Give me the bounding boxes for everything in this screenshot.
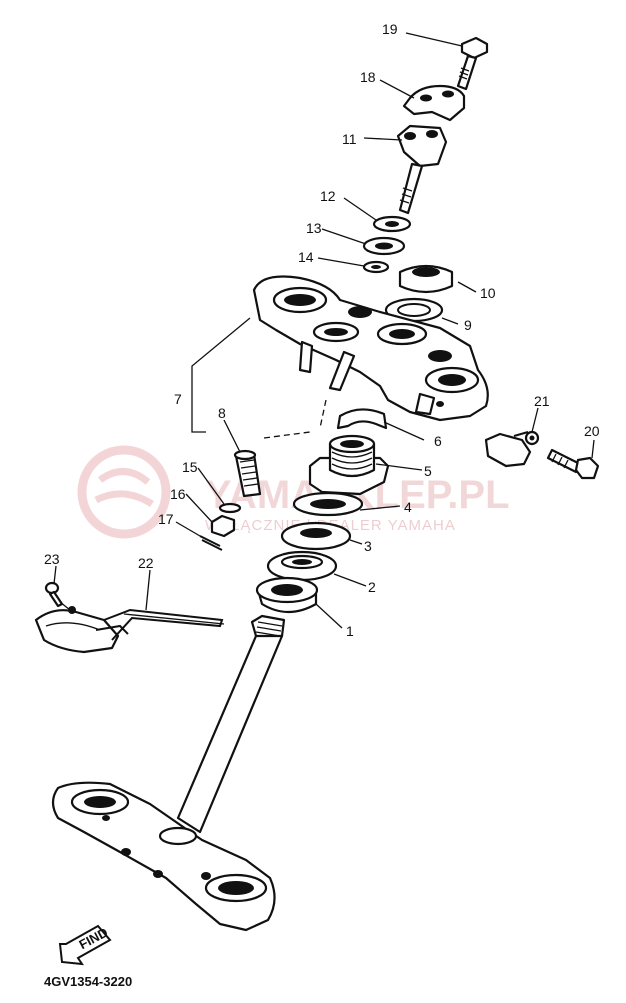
callout-12: 12 <box>320 188 336 204</box>
part-ring-nut-5 <box>308 434 390 496</box>
callout-9: 9 <box>464 317 472 333</box>
callout-18: 18 <box>360 69 376 85</box>
part-bearing-2 <box>266 550 338 582</box>
callout-10: 10 <box>480 285 496 301</box>
callout-19: 19 <box>382 21 398 37</box>
part-cable-guide-21 <box>484 430 540 468</box>
callout-14: 14 <box>298 249 314 265</box>
leader-7 <box>191 317 251 433</box>
callout-8: 8 <box>218 405 226 421</box>
dashed-axis <box>263 399 327 439</box>
part-bolt-19 <box>456 36 489 91</box>
callout-3: 3 <box>364 538 372 554</box>
callout-20: 20 <box>584 423 600 439</box>
watermark-logo: YAMASKLEP.PL WYŁĄCZNIE | DEALER YAMAHA <box>77 445 510 539</box>
callout-2: 2 <box>368 579 376 595</box>
callout-21: 21 <box>534 393 550 409</box>
callout-labels: 1 2 3 4 5 6 7 8 9 10 11 12 13 14 15 16 1… <box>44 21 600 639</box>
part-cotter-pin-17 <box>199 535 223 551</box>
part-handlebar-holder-11 <box>396 124 448 215</box>
part-code: 4GV1354-3220 <box>44 974 132 989</box>
part-washer-15 <box>218 502 242 514</box>
part-bolt-20 <box>546 448 600 480</box>
callout-16: 16 <box>170 486 186 502</box>
part-ring-6 <box>336 408 388 430</box>
part-lock-washer-4 <box>292 491 364 517</box>
callout-6: 6 <box>434 433 442 449</box>
part-under-bracket <box>51 614 286 932</box>
callout-13: 13 <box>306 220 322 236</box>
part-bearing-1 <box>255 576 319 614</box>
callout-5: 5 <box>424 463 432 479</box>
callout-1: 1 <box>346 623 354 639</box>
callout-23: 23 <box>44 551 60 567</box>
part-holder-cap-18 <box>402 84 466 122</box>
callout-11: 11 <box>342 131 357 147</box>
callout-7: 7 <box>174 391 182 407</box>
part-hose-guide-22 <box>34 608 225 654</box>
part-steering-nut-10 <box>398 264 454 294</box>
part-nut-16 <box>210 514 236 538</box>
part-screw-23 <box>44 581 76 614</box>
callout-22: 22 <box>138 555 154 571</box>
callout-15: 15 <box>182 459 198 475</box>
leader-lines <box>53 32 595 629</box>
part-roller-8 <box>233 449 262 498</box>
find-arrow-icon: FIND <box>58 925 112 966</box>
callout-4: 4 <box>404 499 412 515</box>
part-cover-3 <box>280 521 352 551</box>
part-upper-bracket-7 <box>252 275 489 422</box>
callout-17: 17 <box>158 511 174 527</box>
